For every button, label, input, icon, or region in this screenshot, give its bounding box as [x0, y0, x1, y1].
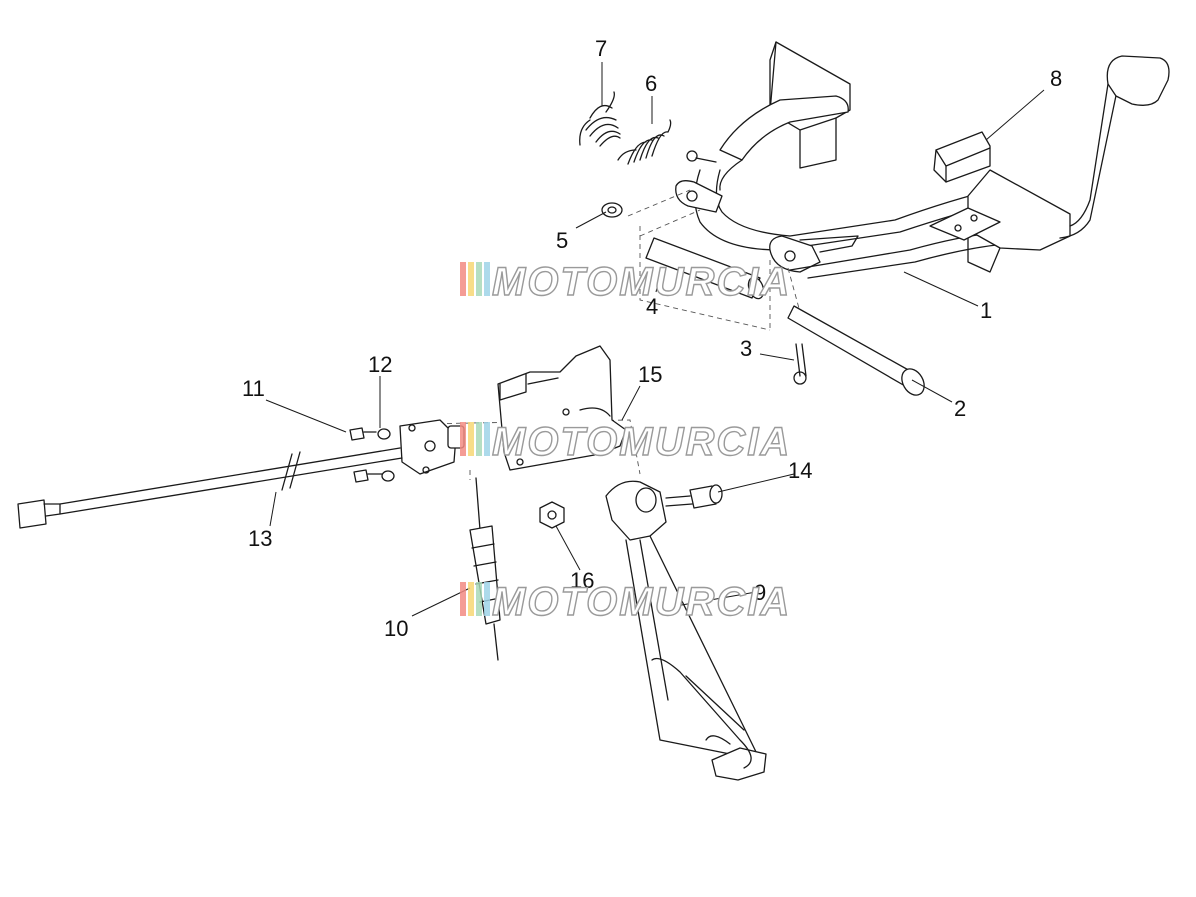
side-stand [605, 480, 767, 781]
callout-14: 14 [788, 458, 812, 483]
screw-11 [349, 427, 383, 483]
watermark-stripe [476, 422, 482, 456]
watermark-text: MOTOMURCIA [492, 580, 791, 624]
callout-1: 1 [980, 298, 992, 323]
spacer-tube [645, 237, 765, 300]
washer-12 [377, 428, 395, 482]
watermark-stripe [476, 582, 482, 616]
watermark-stripe [484, 262, 490, 296]
bolt-14 [665, 484, 723, 509]
callout-9: 9 [754, 580, 766, 605]
watermark-stripe [476, 262, 482, 296]
callout-5: 5 [556, 228, 568, 253]
watermark-text: MOTOMURCIA [492, 260, 791, 304]
callout-16: 16 [570, 568, 594, 593]
side-stand-bracket [497, 345, 627, 471]
callout-10: 10 [384, 616, 408, 641]
callouts: 1 2 3 4 5 6 7 8 9 10 11 12 13 14 15 16 [242, 36, 1062, 641]
spring-7 [579, 91, 621, 147]
watermark-1: MOTOMURCIA [460, 259, 791, 305]
pin-long [787, 305, 925, 396]
callout-8: 8 [1050, 66, 1062, 91]
watermark-2: MOTOMURCIA [460, 419, 791, 465]
callout-3: 3 [740, 336, 752, 361]
watermark-stripe [484, 582, 490, 616]
callout-13: 13 [248, 526, 272, 551]
callout-11: 11 [242, 376, 265, 401]
callout-6: 6 [645, 71, 657, 96]
watermark-stripe [468, 262, 474, 296]
sensor-switch [399, 419, 465, 475]
leader-lines [265, 62, 1045, 617]
cable-13 [17, 447, 403, 529]
washer [601, 202, 623, 218]
callout-2: 2 [954, 396, 966, 421]
callout-4: 4 [646, 294, 658, 319]
watermark-stripe [468, 582, 474, 616]
watermark-stripe [460, 262, 466, 296]
watermark-stripe [484, 422, 490, 456]
watermark-stripe [460, 582, 466, 616]
watermark-text: MOTOMURCIA [492, 420, 791, 464]
split-pin [793, 343, 807, 385]
nut-16 [539, 501, 565, 529]
spring-6 [617, 119, 672, 165]
spring-10 [469, 477, 501, 661]
watermark-stripe [468, 422, 474, 456]
callout-7: 7 [595, 36, 607, 61]
rubber-pad [933, 131, 991, 183]
watermark-stripe [460, 422, 466, 456]
callout-12: 12 [368, 352, 392, 377]
watermark-3: MOTOMURCIA [460, 579, 791, 625]
centre-stand [675, 41, 1170, 279]
alignment-lines [419, 189, 801, 480]
callout-15: 15 [638, 362, 662, 387]
